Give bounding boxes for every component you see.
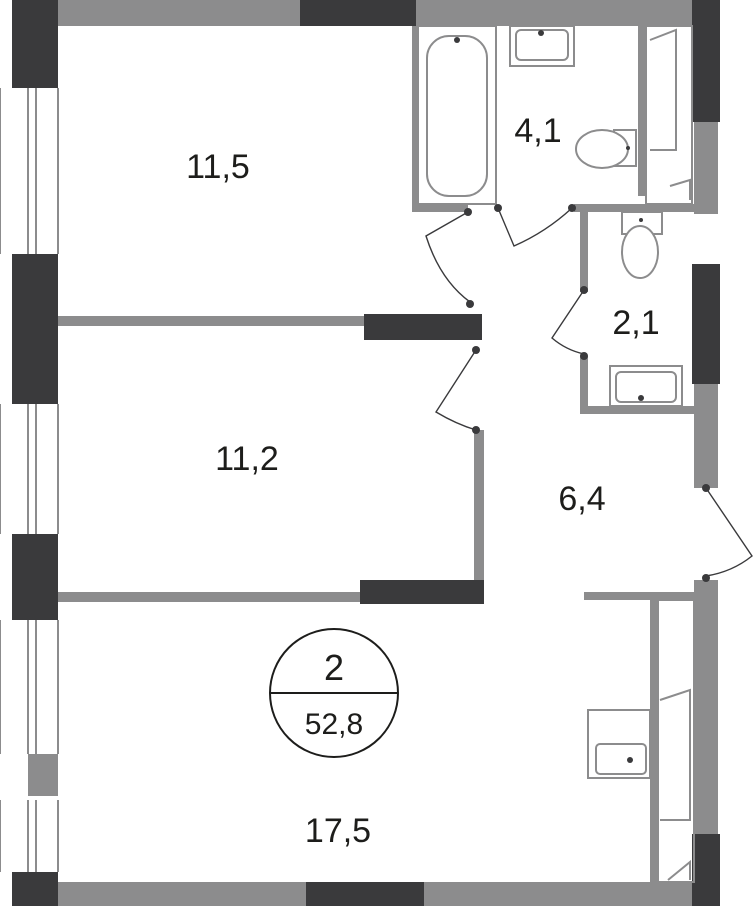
door-entrance	[705, 487, 753, 577]
room-area-bedroom-top: 11,5	[186, 148, 250, 186]
doors	[425, 204, 753, 582]
room-area-toilet: 2,1	[612, 304, 659, 342]
bathroom-toilet	[575, 129, 637, 169]
bathtub	[417, 25, 497, 205]
bathroom-shelf	[645, 25, 693, 205]
wardrobe	[657, 599, 695, 883]
kitchen-sink	[587, 709, 651, 779]
room-area-hallway: 6,4	[558, 480, 605, 518]
badge-total-area: 52,8	[305, 708, 363, 741]
apartment-badge: 2 52,8	[269, 628, 399, 758]
toilet-room-toilet	[621, 211, 663, 279]
door-bathroom	[497, 207, 573, 247]
left-windows	[0, 88, 59, 872]
door-toilet	[551, 289, 585, 355]
interior-walls	[58, 26, 694, 882]
door-bedroom-top	[425, 211, 471, 303]
outer-walls	[12, 0, 720, 906]
room-area-bedroom-middle: 11,2	[215, 440, 279, 478]
room-area-living-room: 17,5	[305, 812, 371, 850]
toilet-room-sink	[609, 365, 683, 407]
room-area-bathroom: 4,1	[514, 112, 561, 150]
badge-rooms-count: 2	[324, 647, 344, 688]
door-bedroom-middle	[435, 349, 477, 431]
bathroom-sink	[509, 25, 575, 67]
